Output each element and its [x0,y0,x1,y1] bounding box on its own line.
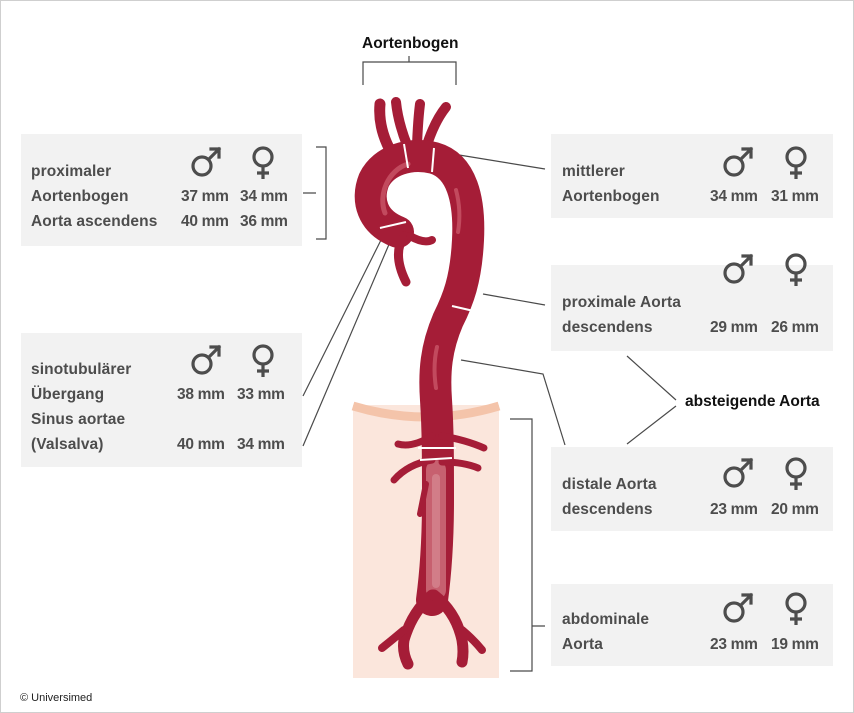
descending-aorta-label: absteigende Aorta [685,393,820,410]
sino-row2-label-a: Sinus aortae [31,411,126,428]
copyright: © Universimed [20,692,93,704]
box-proximal-descending [551,265,833,351]
sino-row2-female: 34 mm [237,436,285,453]
proximal-row1-label: Aortenbogen [31,188,129,205]
female-symbol-icon [245,343,281,379]
mid-row1-label: Aortenbogen [562,188,660,205]
proximal-bracket [303,146,327,240]
proximal-row2-label: Aorta ascendens [31,213,158,230]
abdominal-row1-male: 23 mm [710,636,758,653]
proximal-row2-male: 40 mm [181,213,229,230]
sino-row1-label: Übergang [31,386,105,403]
sinus-line [302,241,391,447]
proximal-row1-female: 34 mm [240,188,288,205]
dist-desc-row1-label: descendens [562,501,653,518]
descending-bracket [626,355,677,445]
proximal-row2-female: 36 mm [240,213,288,230]
abdominal-line1: abdominale [562,611,650,628]
prox-desc-row1-male: 29 mm [710,319,758,336]
male-symbol-icon [188,343,224,379]
aorta-vessel [354,97,488,670]
title-bracket [362,56,457,85]
prox-desc-line [482,293,546,306]
box-abdominal [551,584,833,666]
prox-desc-line1: proximale Aorta [562,294,681,311]
abdominal-row1-label: Aorta [562,636,603,653]
female-symbol-icon [778,591,814,627]
male-symbol-icon [720,145,756,181]
dist-desc-line1: distale Aorta [562,476,657,493]
sino-row1-male: 38 mm [177,386,225,403]
female-symbol-icon [245,145,281,181]
sinotubular-line [302,239,382,397]
sino-row1-female: 33 mm [237,386,285,403]
mid-row1-female: 31 mm [771,188,819,205]
box-mid-arch [551,134,833,218]
abdominal-row1-female: 19 mm [771,636,819,653]
prox-desc-row1-female: 26 mm [771,319,819,336]
female-symbol-icon [778,145,814,181]
male-symbol-icon [720,456,756,492]
male-symbol-icon [188,145,224,181]
male-symbol-icon [720,591,756,627]
abdominal-bracket [510,418,545,672]
dist-desc-line [460,359,566,446]
proximal-line1: proximaler [31,163,112,180]
dist-desc-row1-female: 20 mm [771,501,819,518]
proximal-row1-male: 37 mm [181,188,229,205]
diagram-title: Aortenbogen [362,35,459,52]
sino-row1-label-a: sinotubulärer [31,361,132,378]
female-symbol-icon [778,252,814,288]
dist-desc-row1-male: 23 mm [710,501,758,518]
box-distal-descending [551,447,833,531]
mid-row1-male: 34 mm [710,188,758,205]
mid-line1: mittlerer [562,163,625,180]
male-symbol-icon [720,252,756,288]
sino-row2-male: 40 mm [177,436,225,453]
prox-desc-row1-label: descendens [562,319,653,336]
sino-row2-label: (Valsalva) [31,436,104,453]
female-symbol-icon [778,456,814,492]
